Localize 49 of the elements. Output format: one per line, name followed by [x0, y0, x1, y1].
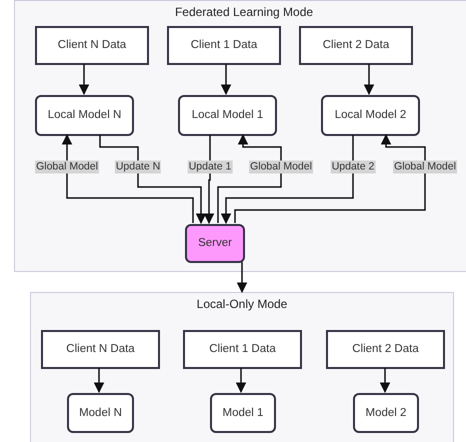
node-label: Model N	[79, 406, 122, 420]
data-box	[326, 330, 445, 369]
server-box	[185, 224, 245, 263]
edge-label: Global Model	[393, 160, 457, 174]
arrow	[78, 64, 90, 96]
edge-label: Update 2	[330, 160, 376, 174]
model-box	[178, 95, 277, 136]
edge-label: Update 1	[188, 160, 232, 174]
group-title: Local-Only Mode	[196, 296, 288, 313]
data-box	[299, 26, 413, 65]
node-label: Client N Data	[58, 38, 126, 53]
node-label: Client N Data	[66, 342, 135, 357]
group-frame	[30, 292, 454, 442]
edge-label: Global Model	[249, 160, 313, 174]
arrow	[236, 368, 246, 394]
arrow	[217, 134, 282, 223]
group-frame	[14, 0, 466, 272]
arrow	[220, 135, 354, 224]
model-box	[210, 393, 276, 433]
node-label: Client 1 Data	[190, 38, 258, 53]
node-label: Local Model 2	[334, 108, 406, 123]
arrow	[220, 64, 232, 96]
data-box	[183, 330, 302, 369]
arrow	[94, 368, 104, 394]
arrow	[380, 368, 390, 394]
data-box	[167, 26, 281, 65]
node-label: Model 1	[222, 406, 264, 420]
arrow	[204, 135, 214, 224]
model-box	[321, 95, 420, 136]
node-label: Client 2 Data	[322, 38, 390, 53]
node-label: Server	[198, 236, 232, 251]
arrow	[234, 134, 426, 223]
edge-label: Update N	[114, 160, 162, 174]
arrow	[364, 64, 374, 96]
data-box	[41, 330, 160, 369]
arrow	[99, 135, 206, 224]
group-title: Federated Learning Mode	[174, 4, 314, 21]
model-box	[353, 393, 419, 433]
model-box	[35, 95, 134, 136]
node-label: Local Model 1	[192, 108, 264, 123]
node-label: Model 2	[366, 406, 406, 420]
data-box	[35, 26, 149, 65]
model-box	[67, 393, 134, 433]
arrow	[236, 262, 248, 294]
node-label: Client 2 Data	[352, 342, 419, 357]
arrow	[62, 134, 194, 223]
edge-label: Global Model	[35, 160, 99, 174]
node-label: Client 1 Data	[209, 342, 276, 357]
node-label: Local Model N	[48, 108, 122, 123]
